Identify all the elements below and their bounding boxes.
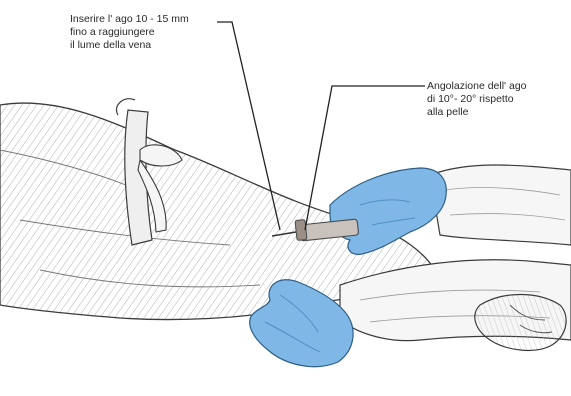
- patient-hand: [475, 294, 566, 350]
- needle-angle-annotation: Angolazione dell' ago di 10°- 20° rispet…: [427, 80, 567, 119]
- needle-depth-annotation: Inserire l' ago 10 - 15 mm fino a raggiu…: [70, 13, 220, 52]
- clinician-upper-sleeve: [430, 165, 571, 245]
